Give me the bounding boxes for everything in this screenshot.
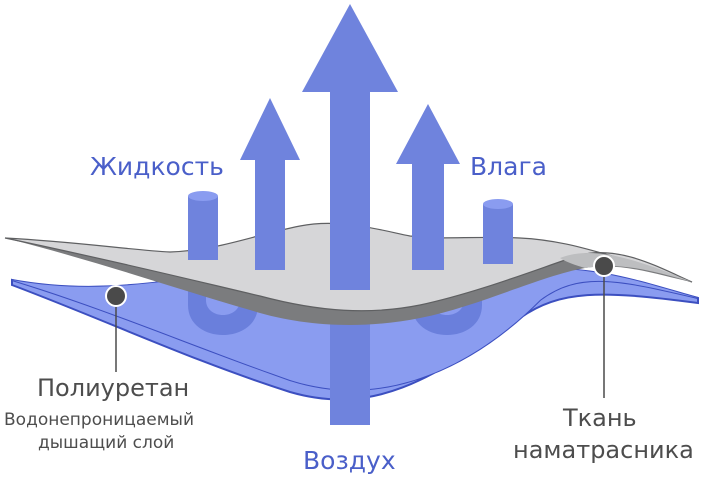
fabric-right-flap: [560, 252, 692, 282]
polyurethane-desc-line2: дышащий слой: [38, 433, 175, 453]
liquid-label: Жидкость: [90, 152, 224, 181]
polyurethane-label: Полиуретан: [37, 374, 190, 402]
moisture-label: Влага: [470, 152, 547, 181]
liquid-cylinder: [188, 196, 218, 260]
liquid-arrow-shaft: [255, 158, 285, 270]
moisture-cylinder: [483, 204, 513, 264]
fabric-marker: [593, 255, 615, 277]
air-arrow-shaft: [330, 90, 370, 290]
liquid-arrow-head: [240, 98, 300, 160]
moisture-cylinder-top: [483, 199, 513, 209]
polyurethane-desc-line1: Водонепроницаемый: [4, 410, 195, 430]
air-arrow-head: [302, 4, 398, 92]
moisture-arrow-shaft: [412, 162, 444, 270]
liquid-cylinder-top: [188, 191, 218, 201]
moisture-arrow-head: [396, 104, 460, 164]
polyurethane-marker: [105, 285, 127, 307]
air-label: Воздух: [303, 446, 396, 475]
fabric-label-line2: наматрасника: [513, 436, 694, 464]
fabric-label-line1: Ткань: [563, 404, 637, 432]
